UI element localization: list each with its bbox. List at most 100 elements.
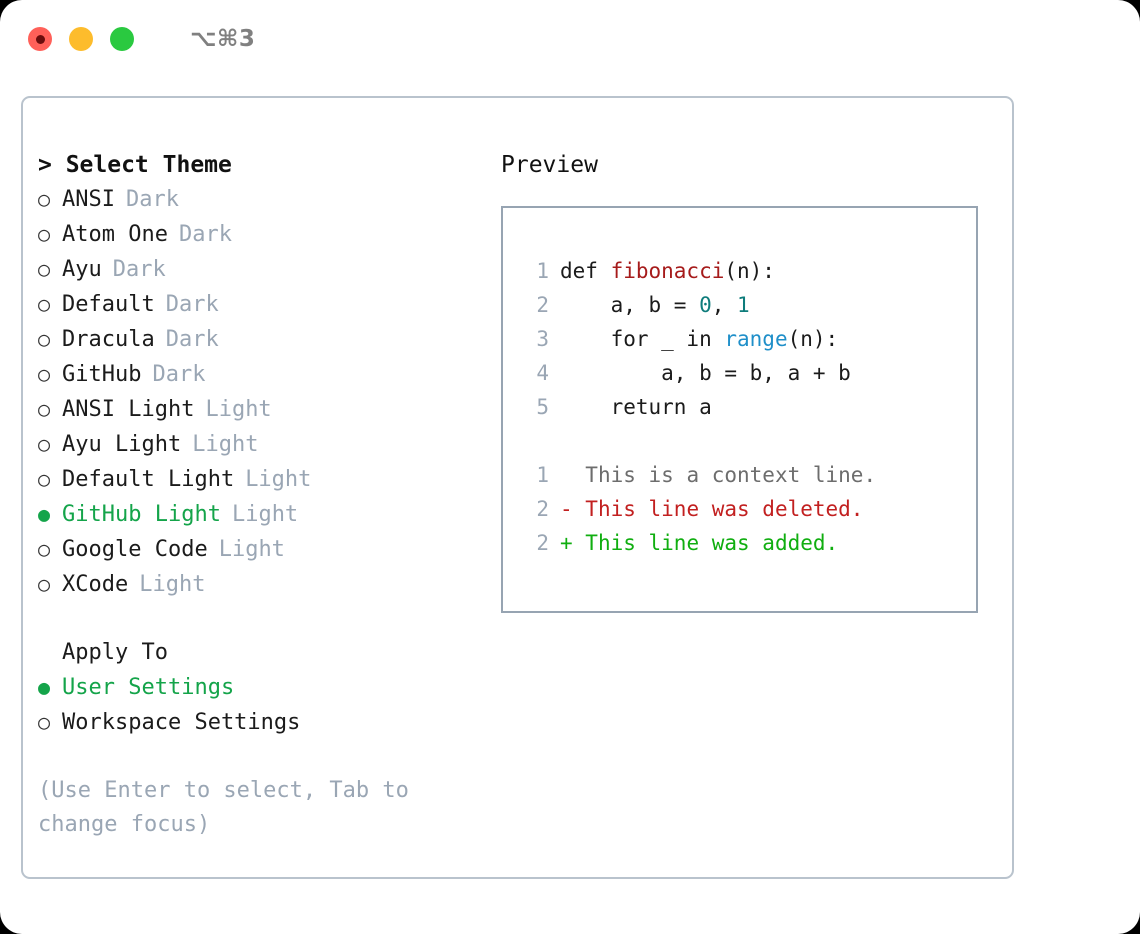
theme-variant-tag: Dark xyxy=(152,362,206,387)
theme-variant-tag: Dark xyxy=(178,222,232,247)
diff-line-text: This line was added. xyxy=(585,531,839,555)
code-line-content: return a xyxy=(560,390,712,424)
theme-option-github-light[interactable]: ● GitHub Light Light xyxy=(38,497,468,532)
apply-to-option-label: User Settings xyxy=(62,675,235,700)
code-line-number: 4 xyxy=(536,361,549,385)
keyboard-shortcut-label: ⌥⌘3 xyxy=(190,26,256,52)
apply-to-option-user-settings[interactable]: ● User Settings xyxy=(38,670,468,705)
code-token: for _ in xyxy=(560,327,725,351)
diff-line: 2 + This line was added. xyxy=(521,526,976,560)
radio-unselected-icon: ○ xyxy=(38,537,51,561)
code-line-number: 1 xyxy=(536,259,549,283)
theme-option-label: ANSI xyxy=(62,187,115,212)
radio-unselected-icon: ○ xyxy=(38,362,51,386)
diff-marker xyxy=(560,458,585,492)
diff-line-text: This is a context line. xyxy=(585,463,877,487)
theme-variant-tag: Dark xyxy=(165,327,219,352)
radio-unselected-icon: ○ xyxy=(38,257,51,281)
code-line: 5 return a xyxy=(521,390,976,424)
apply-to-list[interactable]: ● User Settings ○ Workspace Settings xyxy=(38,670,468,740)
maximize-button[interactable] xyxy=(110,27,134,51)
radio-unselected-icon: ○ xyxy=(38,710,51,734)
code-line-number: 2 xyxy=(536,293,549,317)
apply-to-option-label: Workspace Settings xyxy=(62,710,301,735)
diff-line-number: 1 xyxy=(536,463,549,487)
theme-option-dracula[interactable]: ○ Dracula Dark xyxy=(38,322,468,357)
theme-option-google-code[interactable]: ○ Google Code Light xyxy=(38,532,468,567)
theme-variant-tag: Dark xyxy=(165,292,219,317)
apply-to-header: Apply To xyxy=(62,640,168,665)
code-line-content: for _ in range(n): xyxy=(560,322,839,356)
radio-unselected-icon: ○ xyxy=(38,467,51,491)
diff-line-text: This line was deleted. xyxy=(585,497,864,521)
theme-option-label: GitHub xyxy=(62,362,142,387)
code-token: a, b = xyxy=(560,293,700,317)
theme-option-ansi[interactable]: ○ ANSI Dark xyxy=(38,182,468,217)
list-spacer xyxy=(38,602,468,636)
theme-option-atom-one[interactable]: ○ Atom One Dark xyxy=(38,217,468,252)
theme-variant-tag: Light xyxy=(245,467,312,492)
theme-option-label: Google Code xyxy=(62,537,208,562)
code-token: 1 xyxy=(737,293,750,317)
code-token: return a xyxy=(560,395,712,419)
theme-option-label: Default Light xyxy=(62,467,235,492)
theme-option-label: Ayu xyxy=(62,257,102,282)
title-bar: ⌥⌘3 xyxy=(0,0,1140,78)
theme-option-label: Atom One xyxy=(62,222,168,247)
theme-variant-tag: Light xyxy=(218,537,285,562)
code-line-content: def fibonacci(n): xyxy=(560,254,775,288)
radio-unselected-icon: ○ xyxy=(38,327,51,351)
theme-option-label: GitHub Light xyxy=(62,502,221,527)
diff-preview: 1 This is a context line. 2- This line wa… xyxy=(521,458,976,560)
minimize-button[interactable] xyxy=(69,27,93,51)
radio-unselected-icon: ○ xyxy=(38,222,51,246)
theme-option-label: Default xyxy=(62,292,155,317)
code-line-content: a, b = b, a + b xyxy=(560,356,851,390)
theme-variant-tag: Light xyxy=(205,397,272,422)
radio-unselected-icon: ○ xyxy=(38,572,51,596)
theme-variant-tag: Light xyxy=(139,572,206,597)
radio-unselected-icon: ○ xyxy=(38,397,51,421)
code-line-number: 3 xyxy=(536,327,549,351)
radio-selected-icon: ● xyxy=(38,502,51,526)
apply-to-option-workspace-settings[interactable]: ○ Workspace Settings xyxy=(38,705,468,740)
code-token: 0 xyxy=(699,293,712,317)
radio-selected-icon: ● xyxy=(38,675,51,699)
close-button[interactable] xyxy=(28,27,52,51)
code-token: , xyxy=(711,293,738,317)
diff-marker: + xyxy=(560,531,586,555)
preview-title: Preview xyxy=(501,152,598,178)
code-token: range xyxy=(724,327,788,351)
code-line-number: 5 xyxy=(536,395,549,419)
diff-line-number: 2 xyxy=(536,531,549,555)
theme-option-github[interactable]: ○ GitHub Dark xyxy=(38,357,468,392)
theme-variant-tag: Light xyxy=(231,502,299,527)
theme-option-label: Dracula xyxy=(62,327,155,352)
theme-option-default-light[interactable]: ○ Default Light Light xyxy=(38,462,468,497)
code-line-content: a, b = 0, 1 xyxy=(560,288,750,322)
theme-option-default[interactable]: ○ Default Dark xyxy=(38,287,468,322)
theme-option-label: Ayu Light xyxy=(62,432,182,457)
code-token: a, b = b, a + b xyxy=(560,361,851,385)
preview-gap xyxy=(521,424,976,458)
diff-marker: - xyxy=(560,497,586,521)
diff-line: 2- This line was deleted. xyxy=(521,492,976,526)
theme-variant-tag: Dark xyxy=(125,187,179,212)
code-token: (n): xyxy=(787,327,839,351)
code-line: 3 for _ in range(n): xyxy=(521,322,976,356)
select-theme-header: > Select Theme xyxy=(38,152,232,178)
radio-unselected-icon: ○ xyxy=(38,292,51,316)
code-token: (n): xyxy=(724,259,775,283)
radio-unselected-icon: ○ xyxy=(38,187,51,211)
radio-unselected-icon: ○ xyxy=(38,432,51,456)
